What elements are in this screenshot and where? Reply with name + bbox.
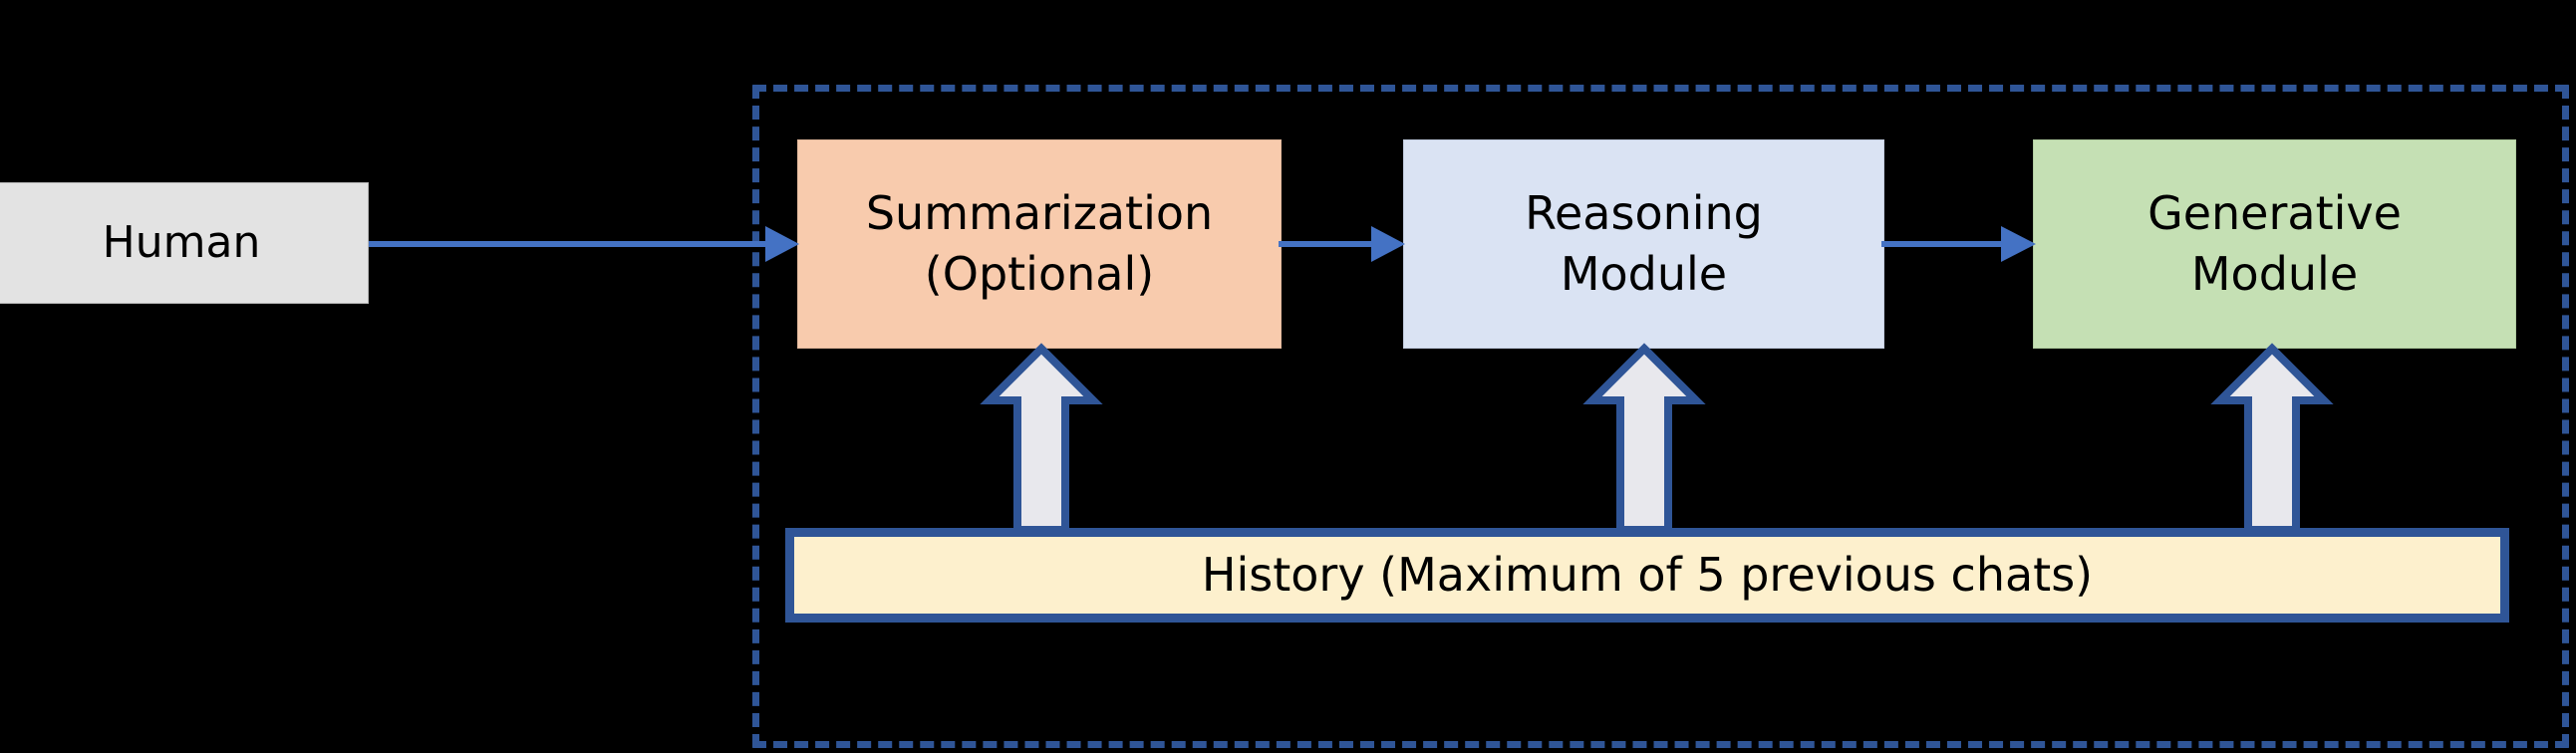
node-summarization: Summarization (Optional) [797, 139, 1282, 349]
node-human: Human [0, 182, 369, 304]
edge-human-to-summarization-arrow-icon [369, 224, 799, 264]
edge-history-to-summarization-block-arrow-icon [980, 343, 1103, 534]
edge-history-to-generative-block-arrow-icon [2210, 343, 2334, 534]
edge-reasoning-to-generative-arrow-icon [1881, 224, 2036, 264]
edge-history-to-reasoning-block-arrow-icon [1582, 343, 1706, 534]
node-generative-module: Generative Module [2033, 139, 2516, 349]
node-history: History (Maximum of 5 previous chats) [785, 528, 2509, 623]
node-reasoning-module: Reasoning Module [1403, 139, 1884, 349]
edge-summarization-to-reasoning-arrow-icon [1279, 224, 1405, 264]
system-boundary-container [752, 85, 2569, 748]
